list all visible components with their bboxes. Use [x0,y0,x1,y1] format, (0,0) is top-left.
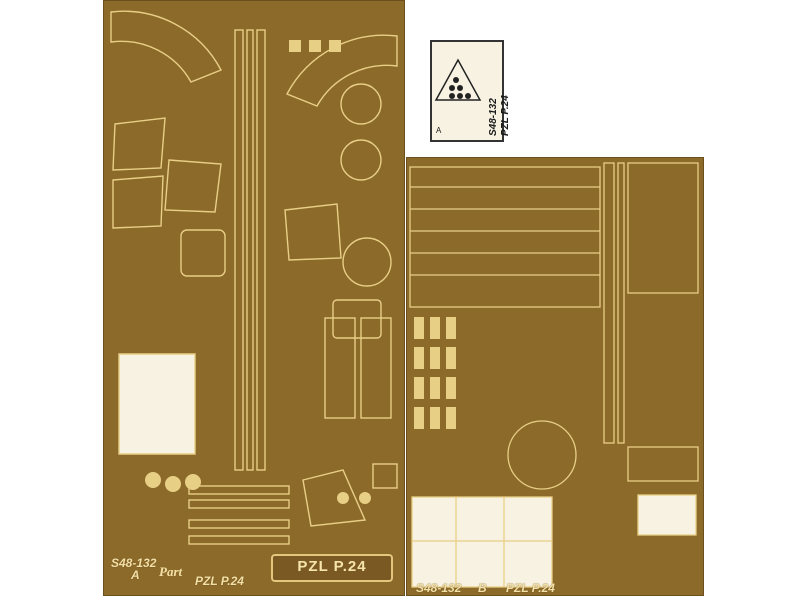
fret-b-title: PZL P.24 [506,581,555,595]
fret-a-nameplate: PZL P.24 [271,554,393,582]
grille-part [110,10,222,83]
photo-etch-fret-b: S48-132 B PZL P.24 [406,157,704,596]
fret-b-parts [409,162,699,588]
mask-sheet-code: S48-132 [488,98,499,136]
mask-sheet-title: PZL P.24 [500,95,511,136]
grille-part [286,34,398,107]
mask-sheet-parts [434,58,482,101]
fret-b-code: S48-132 [416,581,462,595]
mask-sheet-c: S48-132 PZL P.24 A [430,40,511,142]
fret-a-parts [110,10,398,545]
photo-etch-fret-a: S48-132 A Part PZL P.24 PZL P.24 [103,0,405,596]
fret-a-brand-logo: Part [159,564,183,579]
long-rod-part [234,29,244,471]
fret-a-title: PZL P.24 [195,574,244,588]
fret-a-code: S48-132 [111,556,157,570]
long-rod-part [246,29,254,471]
mask-sheet-letter: A [436,126,442,135]
long-rod-part [256,29,266,471]
fret-b-letter: B [478,581,487,595]
fret-a-letter: A [131,568,140,582]
